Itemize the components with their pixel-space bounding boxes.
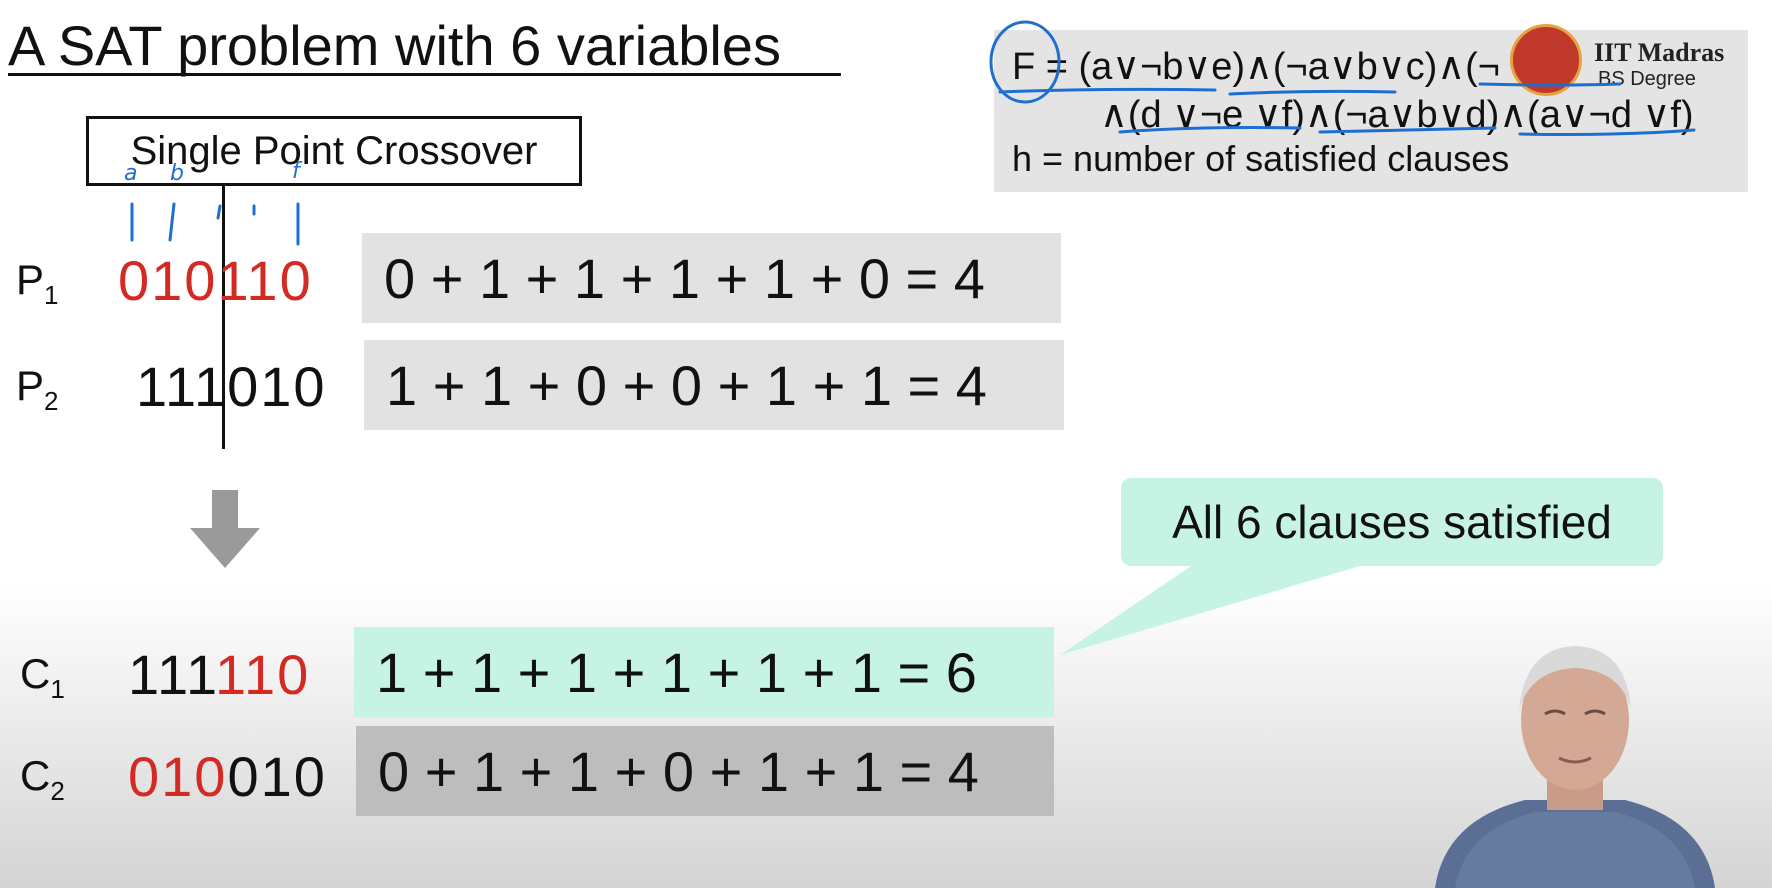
parent-2-bits: 111010 bbox=[136, 354, 327, 419]
slide-title: A SAT problem with 6 variables bbox=[8, 14, 781, 77]
parent-2-subscript: 2 bbox=[44, 386, 59, 416]
crossover-label-box: Single Point Crossover bbox=[86, 116, 582, 186]
logo-text-line1: IIT Madras bbox=[1594, 38, 1725, 67]
parent-2-bits-left: 111 bbox=[136, 355, 228, 418]
child-1-label: C1 bbox=[20, 650, 65, 705]
child-2-eval-box: 0 + 1 + 1 + 0 + 1 + 1 = 4 bbox=[356, 726, 1054, 816]
crossover-point-line bbox=[222, 186, 225, 449]
presenter-video bbox=[1435, 646, 1715, 888]
parent-1-letter: P bbox=[16, 256, 45, 303]
parent-2-eval: 1 + 1 + 0 + 0 + 1 + 1 = 4 bbox=[386, 353, 987, 417]
down-arrow-icon bbox=[190, 490, 260, 568]
parent-1-bits: 010110 bbox=[118, 248, 313, 313]
child-1-eval-box: 1 + 1 + 1 + 1 + 1 + 1 = 6 bbox=[354, 627, 1054, 717]
tick-b bbox=[168, 202, 176, 242]
child-2-subscript: 2 bbox=[50, 776, 65, 806]
parent-1-eval: 0 + 1 + 1 + 1 + 1 + 0 = 4 bbox=[384, 246, 985, 310]
title-underline bbox=[8, 73, 841, 76]
logo-text-line2: BS Degree bbox=[1598, 68, 1696, 90]
formula-panel: F = (a∨¬b∨e)∧(¬a∨b∨c)∧(¬ ∧(d ∨¬e ∨f)∧(¬a… bbox=[994, 30, 1748, 192]
formula-h-definition: h = number of satisfied clauses bbox=[1012, 138, 1510, 179]
parent-2-bits-right: 010 bbox=[227, 355, 327, 418]
callout-bubble: All 6 clauses satisfied bbox=[1121, 478, 1663, 566]
child-2-label: C2 bbox=[20, 752, 65, 807]
parent-2-eval-box: 1 + 1 + 0 + 0 + 1 + 1 = 4 bbox=[364, 340, 1064, 430]
child-1-bits-left: 111 bbox=[128, 643, 215, 706]
child-2-bits: 010010 bbox=[128, 744, 327, 809]
child-2-bits-right: 010 bbox=[227, 745, 327, 808]
iit-madras-logo: IIT Madras BS Degree bbox=[1510, 24, 1728, 104]
crossover-label: Single Point Crossover bbox=[130, 128, 538, 173]
parent-1-subscript: 1 bbox=[44, 280, 59, 310]
parent-1-eval-box: 0 + 1 + 1 + 1 + 1 + 0 = 4 bbox=[362, 233, 1061, 323]
child-1-letter: C bbox=[20, 650, 51, 697]
child-1-subscript: 1 bbox=[50, 674, 65, 704]
callout-text: All 6 clauses satisfied bbox=[1172, 496, 1612, 548]
parent-1-label: P1 bbox=[16, 256, 58, 311]
child-2-bits-left: 010 bbox=[128, 745, 228, 808]
parent-2-letter: P bbox=[16, 362, 45, 409]
parent-1-bits-right: 110 bbox=[217, 249, 313, 312]
child-1-eval: 1 + 1 + 1 + 1 + 1 + 1 = 6 bbox=[376, 640, 977, 704]
parent-1-bits-left: 010 bbox=[118, 249, 218, 312]
parent-2-label: P2 bbox=[16, 362, 58, 417]
child-2-eval: 0 + 1 + 1 + 0 + 1 + 1 = 4 bbox=[378, 739, 979, 803]
formula-line-1: F = (a∨¬b∨e)∧(¬a∨b∨c)∧(¬ bbox=[1012, 46, 1500, 88]
callout-tail bbox=[1060, 560, 1380, 655]
tick-c bbox=[216, 204, 222, 220]
child-2-letter: C bbox=[20, 752, 51, 799]
child-1-bits: 111110 bbox=[128, 642, 310, 707]
child-1-bits-right: 110 bbox=[214, 643, 311, 706]
institute-seal-icon bbox=[1510, 24, 1582, 96]
